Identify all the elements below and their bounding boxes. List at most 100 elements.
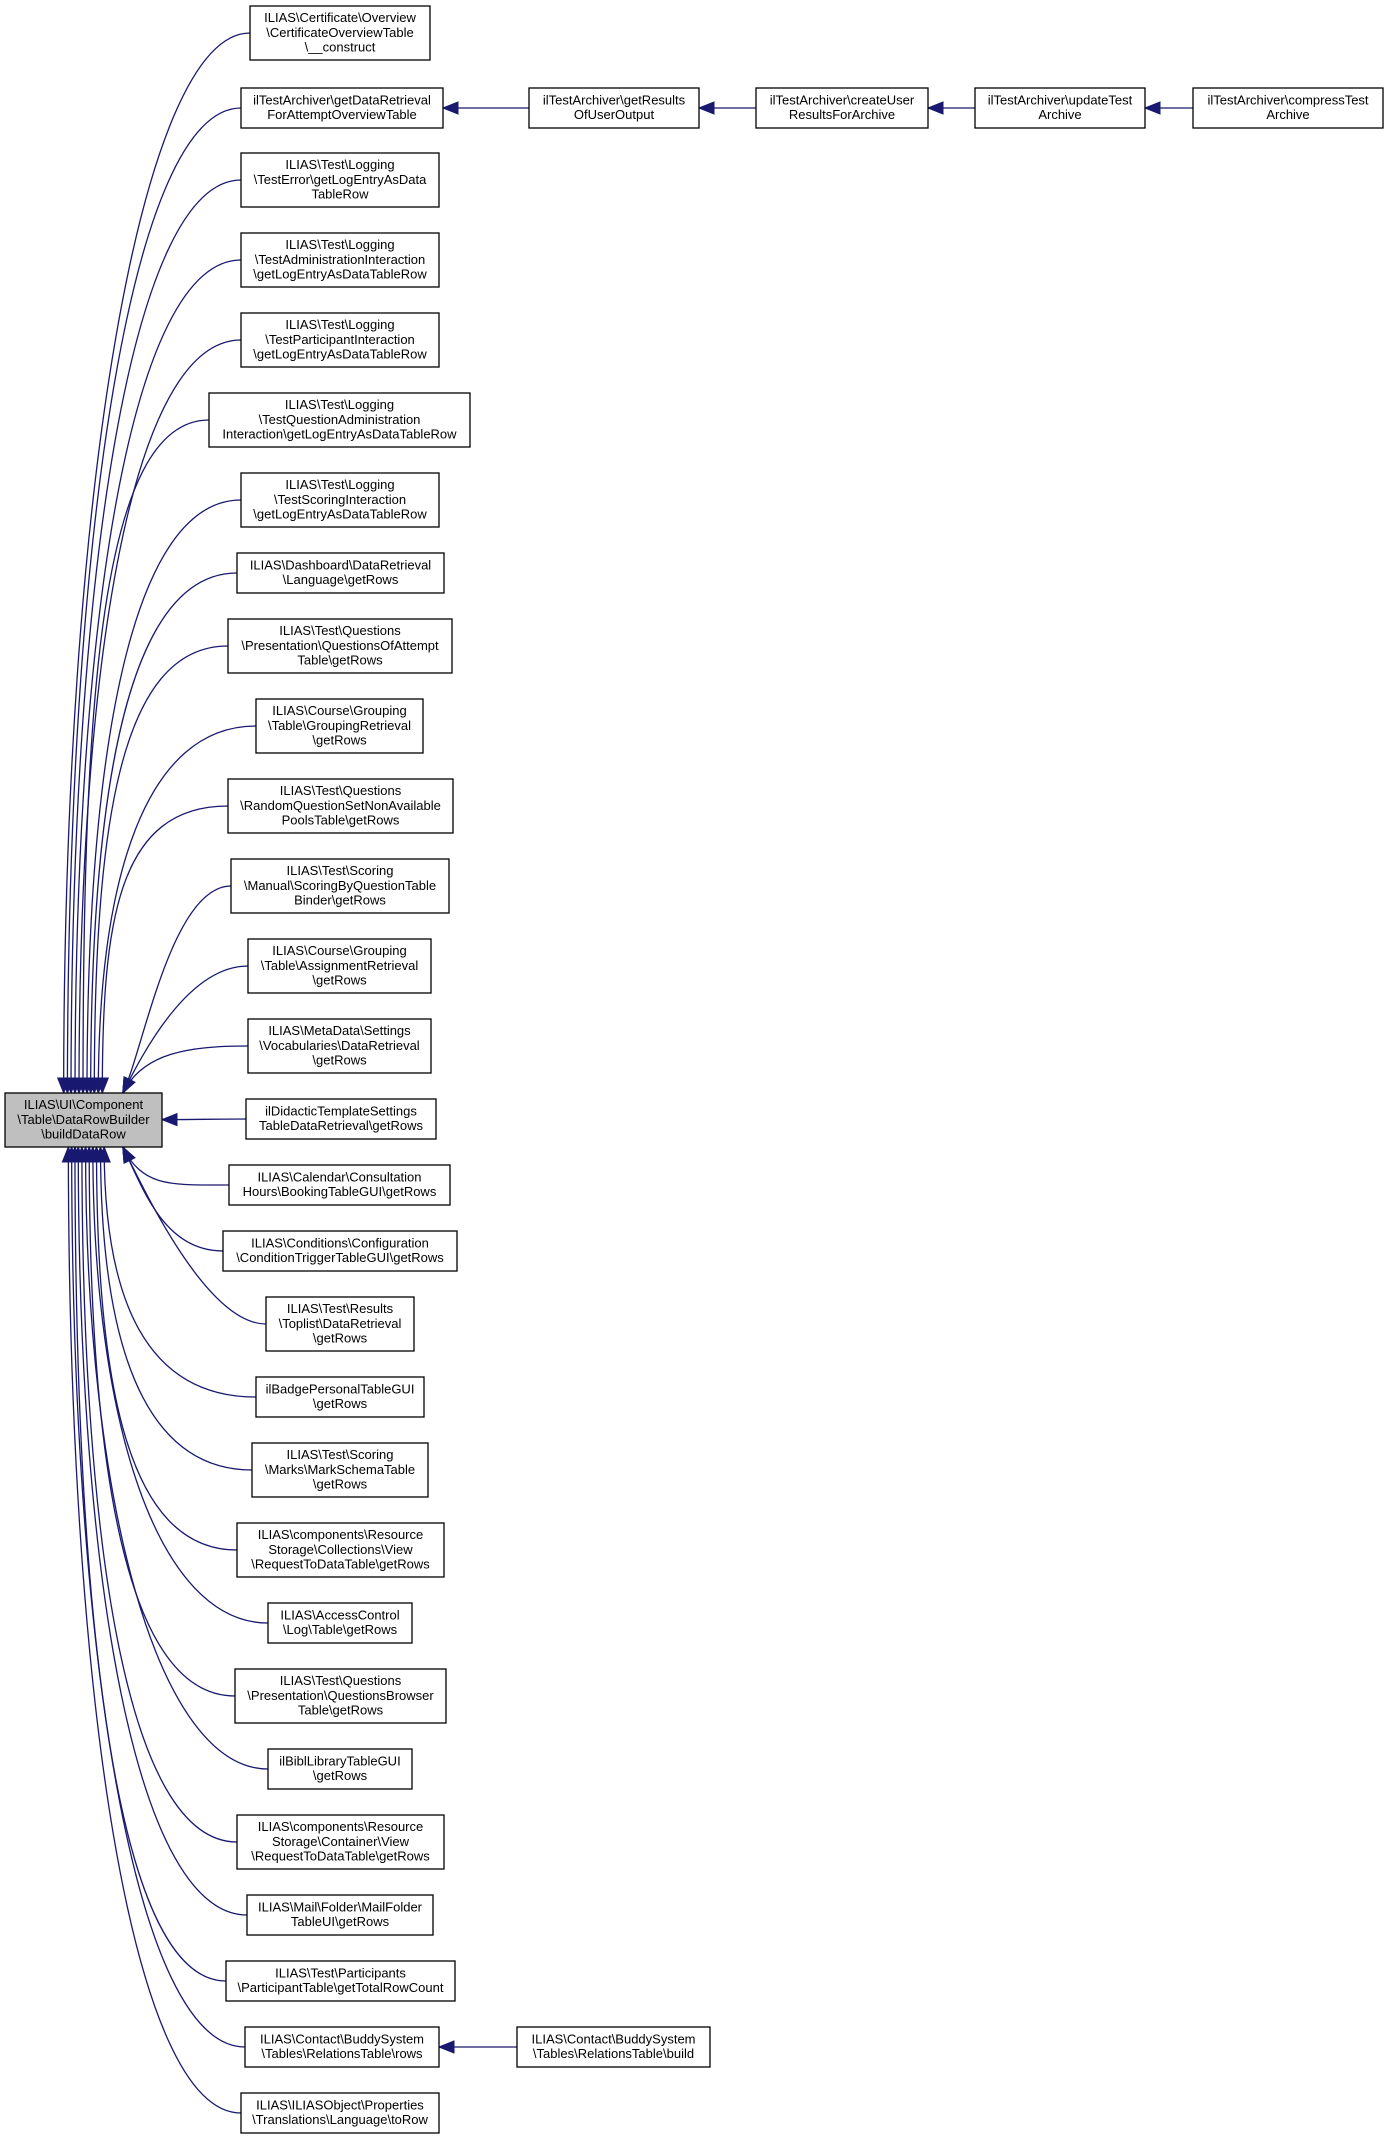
caller-node[interactable]: ILIAS\Conditions\Configuration\Condition… bbox=[222, 1230, 458, 1272]
caller-node[interactable]: ILIAS\Test\Logging\TestQuestionAdministr… bbox=[208, 392, 471, 448]
edge-arrowhead bbox=[441, 101, 459, 115]
caller-node[interactable]: ILIAS\AccessControl\Log\Table\getRows bbox=[267, 1602, 413, 1644]
caller-node[interactable]: ILIAS\Test\Participants\ParticipantTable… bbox=[225, 1960, 456, 2002]
node-label-line: \Log\Table\getRows bbox=[283, 1622, 398, 1637]
node-box bbox=[236, 1814, 445, 1870]
caller-node[interactable]: ILIAS\Test\Questions\RandomQuestionSetNo… bbox=[227, 778, 454, 834]
node-box bbox=[236, 552, 445, 594]
call-edge bbox=[71, 1146, 246, 2048]
caller-node[interactable]: ILIAS\Mail\Folder\MailFolderTableUI\getR… bbox=[246, 1894, 434, 1936]
caller-node[interactable]: ILIAS\Test\Questions\Presentation\Questi… bbox=[227, 618, 453, 674]
node-box bbox=[1192, 87, 1384, 129]
node-label-line: Interaction\getLogEntryAsDataTableRow bbox=[222, 426, 457, 441]
node-box bbox=[227, 778, 454, 834]
call-edge bbox=[82, 419, 210, 1094]
node-label-line: ILIAS\Test\Logging bbox=[285, 157, 394, 172]
caller-node[interactable]: ILIAS\Test\Logging\TestParticipantIntera… bbox=[240, 312, 440, 368]
node-label-line: ilTestArchiver\compressTest bbox=[1207, 93, 1368, 108]
caller-node[interactable]: ilDidacticTemplateSettingsTableDataRetri… bbox=[245, 1098, 437, 1140]
node-label-line: Table\getRows bbox=[297, 652, 383, 667]
caller-node[interactable]: ILIAS\Test\Scoring\Manual\ScoringByQuest… bbox=[230, 858, 450, 914]
node-label-line: \Table\AssignmentRetrieval bbox=[261, 958, 419, 973]
node-label-line: Archive bbox=[1266, 107, 1309, 122]
nodes-layer: ILIAS\UI\Component\Table\DataRowBuilder \… bbox=[4, 5, 1384, 2134]
node-box bbox=[240, 152, 440, 208]
node-label-line: ILIAS\Test\Logging bbox=[285, 317, 394, 332]
node-label-line: ILIAS\Test\Logging bbox=[285, 397, 394, 412]
call-edge bbox=[81, 1146, 238, 1843]
node-label-line: TableDataRetrieval\getRows bbox=[259, 1118, 424, 1133]
node-label-line: TableRow bbox=[311, 186, 369, 201]
node-label-line: \getLogEntryAsDataTableRow bbox=[253, 346, 427, 361]
edge-arrowhead bbox=[122, 1076, 136, 1095]
call-edge bbox=[70, 179, 242, 1094]
caller-node[interactable]: ILIAS\Test\Results\Toplist\DataRetrieval… bbox=[265, 1296, 415, 1352]
caller-node[interactable]: ILIAS\Dashboard\DataRetrieval\Language\g… bbox=[236, 552, 445, 594]
caller-node[interactable]: ILIAS\Certificate\Overview\CertificateOv… bbox=[249, 5, 431, 61]
caller-node[interactable]: ILIAS\Contact\BuddySystem\Tables\Relatio… bbox=[516, 2026, 711, 2068]
call-edge bbox=[92, 1146, 269, 1624]
caller-node[interactable]: ILIAS\Contact\BuddySystem\Tables\Relatio… bbox=[244, 2026, 440, 2068]
caller-node[interactable]: ILIAS\Test\Logging\TestError\getLogEntry… bbox=[240, 152, 440, 208]
caller-node[interactable]: ILIAS\ILIASObject\Properties\Translation… bbox=[240, 2092, 440, 2134]
call-edge bbox=[63, 32, 251, 1094]
node-label-line: \TestAdministrationInteraction bbox=[255, 252, 426, 267]
node-box bbox=[236, 1522, 445, 1578]
node-label-line: \Toplist\DataRetrieval bbox=[279, 1316, 402, 1331]
caller-node[interactable]: ILIAS\Calendar\ConsultationHours\Booking… bbox=[228, 1164, 451, 1206]
caller-node[interactable]: ilTestArchiver\getDataRetrievalForAttemp… bbox=[240, 87, 444, 129]
node-label-line: ilTestArchiver\updateTest bbox=[988, 93, 1133, 108]
caller-node[interactable]: ILIAS\Course\Grouping\Table\AssignmentRe… bbox=[247, 938, 432, 994]
caller-node[interactable]: ilTestArchiver\createUserResultsForArchi… bbox=[755, 87, 929, 129]
node-label-line: ILIAS\ILIASObject\Properties bbox=[256, 2098, 424, 2113]
node-label-line: \Tables\RelationsTable\rows bbox=[261, 2046, 423, 2061]
node-label-line: \getLogEntryAsDataTableRow bbox=[253, 506, 427, 521]
edge-arrowhead bbox=[122, 1145, 136, 1164]
node-label-line: \Table\DataRowBuilder bbox=[17, 1112, 150, 1127]
call-edge bbox=[86, 499, 242, 1094]
node-box bbox=[230, 858, 450, 914]
node-label-line: ILIAS\components\Resource bbox=[258, 1527, 423, 1542]
call-edge bbox=[84, 1146, 269, 1770]
caller-node[interactable]: ilBadgePersonalTableGUI\getRows bbox=[255, 1376, 425, 1418]
node-label-line: ILIAS\UI\Component bbox=[24, 1097, 144, 1112]
node-box bbox=[245, 1098, 437, 1140]
call-edge bbox=[78, 339, 242, 1094]
node-label-line: ilDidacticTemplateSettings bbox=[265, 1104, 417, 1119]
caller-node[interactable]: ILIAS\components\ResourceStorage\Contain… bbox=[236, 1814, 445, 1870]
edge-arrowhead bbox=[160, 1112, 178, 1127]
caller-node[interactable]: ILIAS\Test\Scoring\Marks\MarkSchemaTable… bbox=[251, 1442, 429, 1498]
node-label-line: ILIAS\Test\Scoring bbox=[287, 1447, 394, 1462]
caller-node[interactable]: ILIAS\MetaData\Settings\Vocabularies\Dat… bbox=[247, 1018, 432, 1074]
node-label-line: \getRows bbox=[312, 1052, 367, 1067]
node-box bbox=[974, 87, 1146, 129]
caller-node[interactable]: ILIAS\Course\Grouping\Table\GroupingRetr… bbox=[255, 698, 424, 754]
call-edge bbox=[122, 1146, 267, 1325]
node-label-line: Archive bbox=[1038, 107, 1081, 122]
node-box bbox=[265, 1296, 415, 1352]
node-label-line: ILIAS\Test\Participants bbox=[275, 1966, 406, 1981]
node-label-line: \getRows bbox=[312, 732, 367, 747]
node-label-line: TableUI\getRows bbox=[291, 1914, 390, 1929]
caller-node[interactable]: ILIAS\Test\Questions\Presentation\Questi… bbox=[234, 1668, 447, 1724]
node-label-line: ilTestArchiver\getResults bbox=[543, 93, 686, 108]
root-node[interactable]: ILIAS\UI\Component\Table\DataRowBuilder\… bbox=[4, 1092, 163, 1148]
caller-node[interactable]: ILIAS\Test\Logging\TestAdministrationInt… bbox=[240, 232, 440, 288]
call-edge bbox=[93, 645, 229, 1094]
call-edge bbox=[74, 259, 242, 1094]
node-label-line: \Presentation\QuestionsBrowser bbox=[247, 1688, 434, 1703]
node-box bbox=[208, 392, 471, 448]
call-edge bbox=[122, 965, 249, 1094]
caller-node[interactable]: ILIAS\components\ResourceStorage\Collect… bbox=[236, 1522, 445, 1578]
caller-node[interactable]: ilBiblLibraryTableGUI\getRows bbox=[267, 1748, 413, 1790]
node-box bbox=[255, 698, 424, 754]
node-label-line: Binder\getRows bbox=[294, 892, 386, 907]
node-box bbox=[247, 938, 432, 994]
node-label-line: \getRows bbox=[312, 972, 367, 987]
node-box bbox=[246, 1894, 434, 1936]
caller-node[interactable]: ILIAS\Test\Logging\TestScoringInteractio… bbox=[240, 472, 440, 528]
node-label-line: ILIAS\Contact\BuddySystem bbox=[531, 2032, 695, 2047]
